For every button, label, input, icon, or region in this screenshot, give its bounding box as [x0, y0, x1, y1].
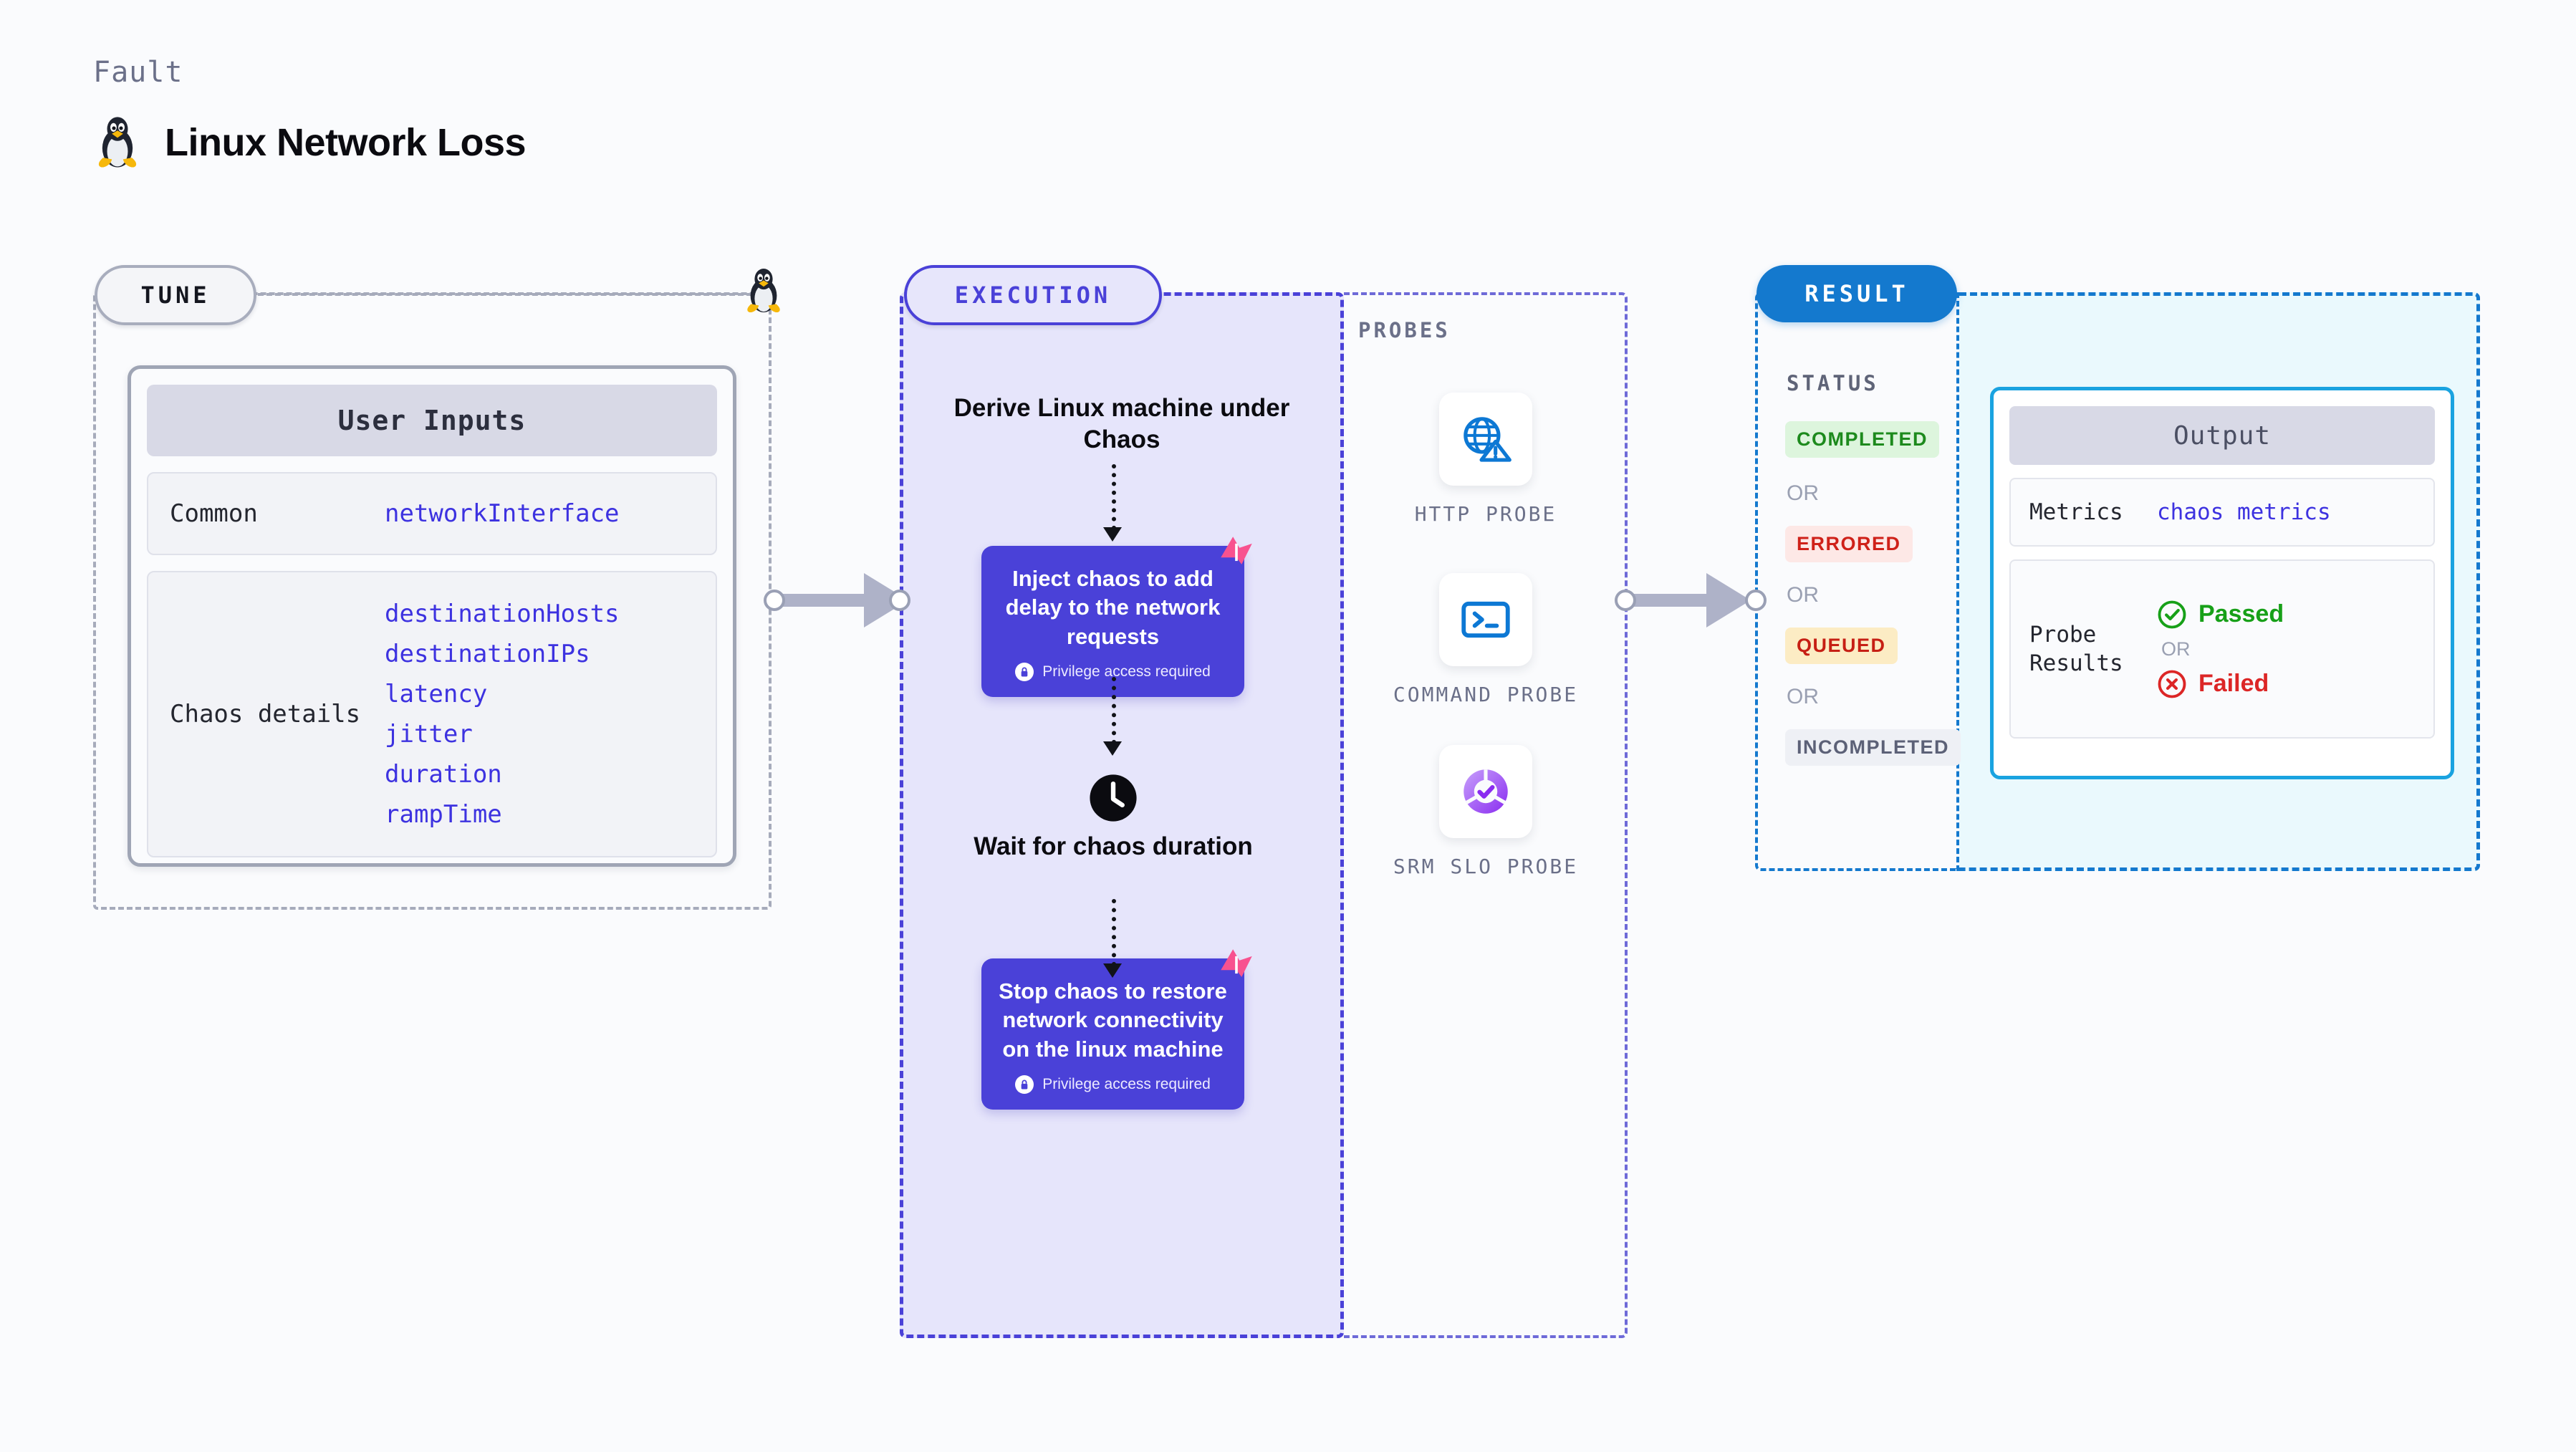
input-param[interactable]: destinationHosts: [385, 600, 620, 628]
page-title: Linux Network Loss: [92, 115, 527, 170]
connector-dot-result: [1745, 590, 1767, 611]
user-inputs-card: User Inputs Common networkInterface Chao…: [128, 365, 736, 867]
lock-icon: [1015, 1074, 1034, 1094]
check-circle-icon: [2158, 600, 2186, 628]
execution-step-inject-chaos[interactable]: Inject chaos to add delay to the network…: [981, 537, 1252, 697]
status-badge-completed: COMPLETED: [1785, 421, 1940, 458]
passed-label: Passed: [2198, 600, 2284, 628]
status-badge-incompleted: INCOMPLETED: [1785, 729, 1961, 766]
probe-icon-box: [1439, 393, 1532, 486]
output-row-metrics: Metrics chaos metrics: [2009, 478, 2435, 547]
tune-penguin-icon: [747, 269, 780, 313]
chaos-badge-icon: [1221, 537, 1252, 564]
flow-arrow-2: [1103, 677, 1123, 756]
execution-step-derive-title: Derive Linux machine under Chaos: [953, 394, 1290, 454]
page-title-text: Linux Network Loss: [165, 121, 527, 164]
flow-arrow-3: [1103, 899, 1123, 978]
probe-result-values: Passed OR Failed: [2157, 600, 2284, 699]
fault-eyebrow: Fault: [93, 56, 183, 89]
user-inputs-row-common: Common networkInterface: [147, 472, 717, 555]
privilege-note-text: Privilege access required: [1042, 1075, 1211, 1092]
connector-dot-execution: [889, 590, 910, 611]
privilege-note-text: Privilege access required: [1042, 663, 1211, 680]
row-values: networkInterface: [385, 499, 620, 528]
row-value[interactable]: chaos metrics: [2157, 499, 2331, 525]
output-card: Output Metrics chaos metrics Probe Resul…: [1990, 387, 2454, 779]
user-inputs-row-chaos-details: Chaos details destinationHosts destinati…: [147, 571, 717, 857]
x-circle-icon: [2158, 670, 2186, 698]
status-or: OR: [1787, 583, 1819, 607]
execution-badge[interactable]: EXECUTION: [904, 265, 1162, 325]
connector-dot-probes: [1615, 590, 1636, 611]
status-label: STATUS: [1787, 371, 1879, 395]
probe-command[interactable]: COMMAND PROBE: [1382, 573, 1590, 708]
input-param[interactable]: rampTime: [385, 800, 502, 829]
output-row-probe-results: Probe Results Passed OR Failed: [2009, 559, 2435, 739]
clock-icon: [1090, 774, 1137, 822]
row-key: Metrics: [2029, 499, 2123, 525]
flow-arrow-1: [1103, 464, 1123, 542]
probe-label: SRM SLO PROBE: [1393, 855, 1579, 878]
execution-step-stop-chaos[interactable]: Stop chaos to restore network connectivi…: [981, 949, 1252, 1110]
probe-icon-box: [1439, 745, 1532, 838]
output-title: Output: [2009, 406, 2435, 465]
linux-penguin-icon: [98, 117, 137, 168]
slo-check-icon: [1464, 769, 1508, 814]
globe-warning-icon: [1464, 417, 1512, 462]
status-or: OR: [1787, 685, 1819, 708]
card-text: Inject chaos to add delay to the network…: [1005, 566, 1221, 649]
input-param[interactable]: networkInterface: [385, 499, 620, 528]
probes-label: PROBES: [1358, 318, 1451, 342]
privilege-note: Privilege access required: [1015, 662, 1211, 681]
probe-srm-slo[interactable]: SRM SLO PROBE: [1382, 745, 1590, 880]
probe-http[interactable]: HTTP PROBE: [1382, 393, 1590, 528]
card-text: Stop chaos to restore network connectivi…: [999, 979, 1227, 1062]
result-badge[interactable]: RESULT: [1756, 265, 1957, 322]
row-values: destinationHosts destinationIPs latency …: [385, 600, 620, 829]
input-param[interactable]: destinationIPs: [385, 640, 590, 668]
row-key: Chaos details: [170, 699, 361, 729]
tune-badge[interactable]: TUNE: [95, 265, 256, 325]
status-badge-queued: QUEUED: [1785, 628, 1898, 664]
terminal-icon: [1461, 601, 1510, 638]
status-or: OR: [1787, 481, 1819, 505]
input-param[interactable]: jitter: [385, 720, 473, 749]
status-region: [1755, 292, 1959, 871]
lock-icon: [1015, 662, 1034, 681]
privilege-note: Privilege access required: [1015, 1074, 1211, 1094]
probe-label: HTTP PROBE: [1414, 502, 1557, 526]
user-inputs-title: User Inputs: [147, 385, 717, 456]
chaos-badge-icon: [1221, 949, 1252, 977]
execution-step-wait-title: Wait for chaos duration: [974, 832, 1253, 860]
connector-dot-tune: [764, 590, 785, 611]
probe-icon-box: [1439, 573, 1532, 666]
connector-execution-to-result: [1620, 573, 1764, 628]
input-param[interactable]: latency: [385, 680, 488, 708]
row-key: Probe Results: [2029, 621, 2123, 676]
input-param[interactable]: duration: [385, 760, 502, 789]
probe-label: COMMAND PROBE: [1393, 683, 1579, 706]
probe-result-or: OR: [2161, 638, 2191, 660]
probe-result-passed: Passed: [2157, 600, 2284, 630]
probe-result-failed: Failed: [2157, 669, 2284, 699]
failed-label: Failed: [2198, 670, 2269, 697]
status-badge-errored: ERRORED: [1785, 526, 1913, 562]
row-key: Common: [170, 499, 258, 528]
tune-dashed-connector: [258, 293, 752, 296]
